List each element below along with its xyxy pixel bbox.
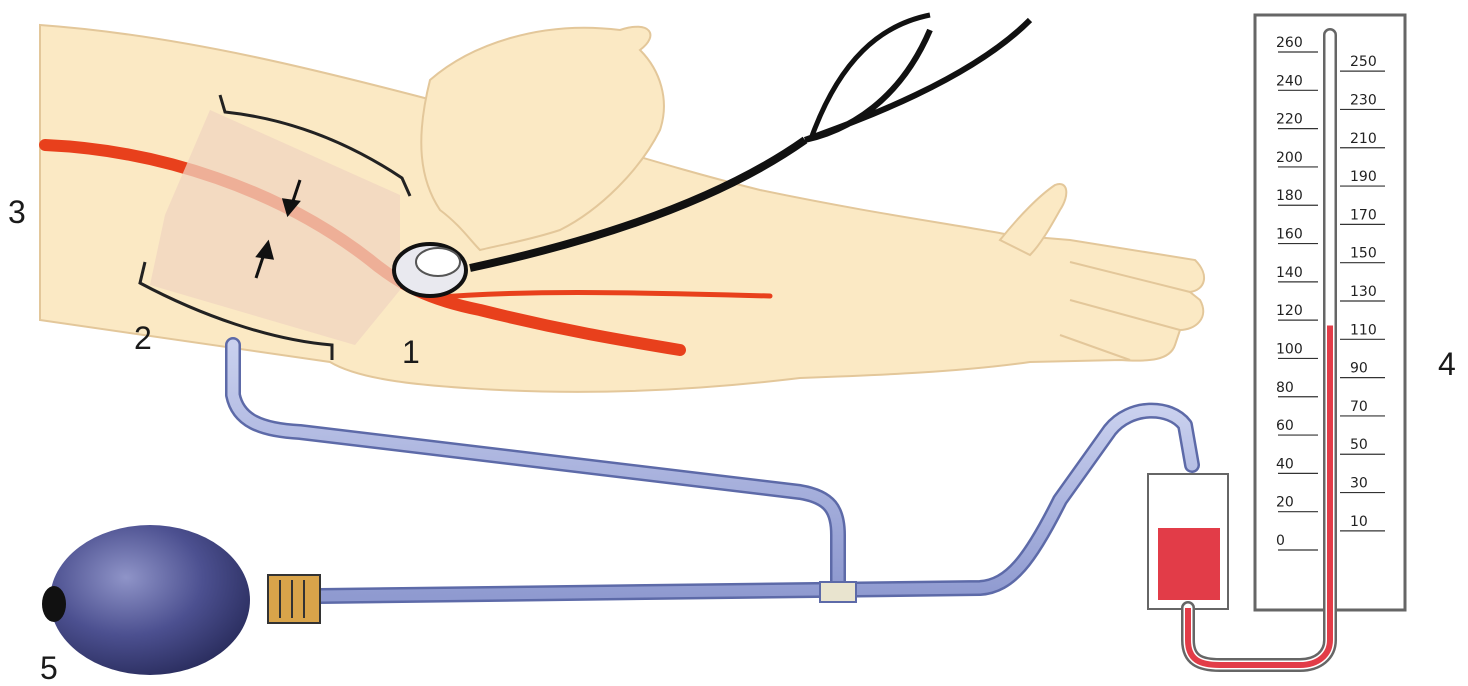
left-scale-label: 0	[1276, 533, 1285, 549]
label-manometer: 4	[1438, 348, 1456, 380]
right-scale-label: 170	[1350, 207, 1377, 223]
right-scale-label: 150	[1350, 246, 1377, 262]
label-artery: 3	[8, 196, 26, 228]
left-scale-label: 100	[1276, 341, 1303, 357]
right-scale-label: 190	[1350, 169, 1377, 185]
left-scale-label: 180	[1276, 188, 1303, 204]
left-scale-label: 140	[1276, 265, 1303, 281]
left-scale-label: 160	[1276, 227, 1303, 243]
right-scale-label: 110	[1350, 322, 1377, 338]
right-scale-label: 50	[1350, 437, 1368, 453]
right-scale-label: 210	[1350, 131, 1377, 147]
left-scale-label: 240	[1276, 73, 1303, 89]
right-scale-label: 250	[1350, 54, 1377, 70]
mercury-in-reservoir	[1158, 528, 1220, 600]
label-stethoscope: 1	[402, 336, 420, 368]
label-cuff: 2	[134, 322, 152, 354]
right-scale-label: 10	[1350, 514, 1368, 530]
tube-connector	[820, 582, 856, 602]
left-scale-label: 40	[1276, 456, 1294, 472]
left-scale-label: 20	[1276, 495, 1294, 511]
right-scale-label: 30	[1350, 476, 1368, 492]
rubber-bulb-icon	[42, 525, 250, 675]
left-scale-label: 220	[1276, 112, 1303, 128]
valve-icon	[268, 575, 320, 623]
left-scale-label: 200	[1276, 150, 1303, 166]
left-scale-label: 260	[1276, 35, 1303, 51]
right-scale-label: 130	[1350, 284, 1377, 300]
left-scale-label: 120	[1276, 303, 1303, 319]
right-scale-label: 230	[1350, 92, 1377, 108]
left-scale-label: 80	[1276, 380, 1294, 396]
left-scale-label: 60	[1276, 418, 1294, 434]
label-bulb: 5	[40, 652, 58, 684]
right-scale-label: 70	[1350, 399, 1368, 415]
right-scale-label: 90	[1350, 361, 1368, 377]
